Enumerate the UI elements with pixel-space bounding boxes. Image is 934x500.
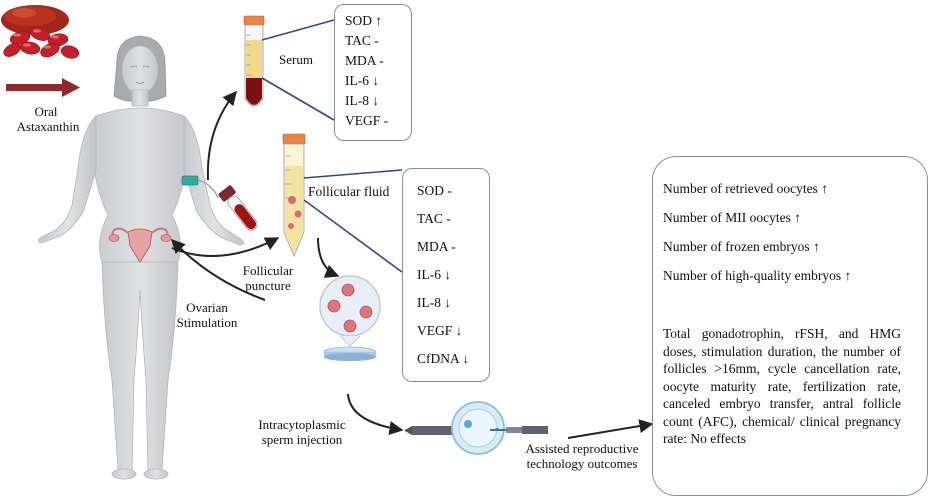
blood-sample-tube-icon xyxy=(218,185,258,231)
connector-lines xyxy=(261,19,403,273)
icsi-injection-icon xyxy=(404,401,548,455)
outcomes-box: Number of retrieved oocytes ↑ Number of … xyxy=(652,156,928,496)
blood-draw-line xyxy=(181,175,219,199)
ff-marker-il6: IL-6 ↓ xyxy=(417,267,452,282)
follicular-fluid-label: Follicular fluid xyxy=(308,184,390,199)
process-arrows xyxy=(171,90,654,439)
face-details xyxy=(130,65,150,84)
serum-markers-box: SOD ↑ TAC - MDA - IL-6 ↓ IL-8 ↓ VEGF - xyxy=(334,4,412,141)
oral-intake-arrow xyxy=(6,78,80,97)
serum-label: Serum xyxy=(279,52,313,67)
ff-marker-mda: MDA - xyxy=(417,239,456,254)
ff-marker-sod: SOD - xyxy=(417,183,452,198)
ff-marker-il8: IL-8 ↓ xyxy=(417,295,452,310)
art-outcomes-label: Assisted reproductive technology outcome… xyxy=(525,441,639,471)
icsi-label: Intracytoplasmic sperm injection xyxy=(258,417,346,447)
ff-marker-vegf: VEGF ↓ xyxy=(417,323,463,338)
outcomes-no-effect-text: Total gonadotrophin, rFSH, and HMG doses… xyxy=(663,326,901,446)
uterus-icon xyxy=(108,227,172,263)
astaxanthin-label: Astaxanthin xyxy=(16,119,80,134)
oocyte-dish-icon xyxy=(319,275,381,361)
outcome-high-quality-embryos: Number of high-quality embryos ↑ xyxy=(663,268,852,283)
follicular-puncture-label: Follicular puncture xyxy=(242,263,294,293)
serum-marker-il8: IL-8 ↓ xyxy=(345,93,380,108)
oral-label: Oral xyxy=(34,104,58,119)
outcome-retrieved-oocytes: Number of retrieved oocytes ↑ xyxy=(663,181,828,196)
astaxanthin-supplement-icon xyxy=(1,5,80,59)
serum-tube-icon xyxy=(243,15,265,107)
ff-marker-tac: TAC - xyxy=(417,211,451,226)
woman-figure xyxy=(38,35,244,480)
serum-marker-tac: TAC - xyxy=(345,33,379,48)
ovarian-stimulation-label: Ovarian Stimulation xyxy=(176,300,238,330)
outcome-mii-oocytes: Number of MII oocytes ↑ xyxy=(663,210,801,225)
follicular-markers-box: SOD - TAC - MDA - IL-6 ↓ IL-8 ↓ VEGF ↓ C… xyxy=(402,168,490,382)
outcome-frozen-embryos: Number of frozen embryos ↑ xyxy=(663,239,820,254)
follicular-fluid-tube-icon xyxy=(282,133,306,258)
serum-marker-vegf: VEGF - xyxy=(345,113,389,128)
ff-marker-cfdna: CfDNA ↓ xyxy=(417,351,470,366)
serum-marker-sod: SOD ↑ xyxy=(345,13,383,28)
serum-marker-il6: IL-6 ↓ xyxy=(345,73,380,88)
serum-marker-mda: MDA - xyxy=(345,53,384,68)
